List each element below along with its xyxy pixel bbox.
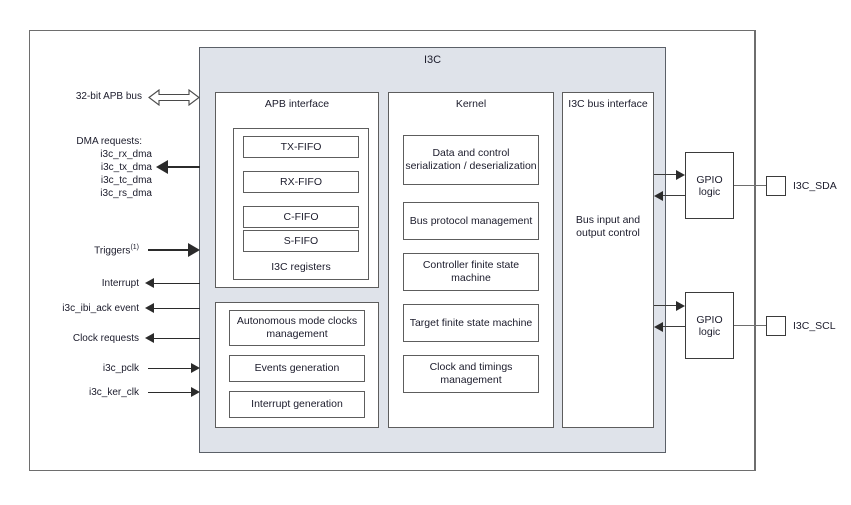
- events-generation-box: Events generation: [229, 355, 365, 382]
- busif-to-gpio-sda-line: [654, 174, 676, 176]
- gpio-logic-scl-label-line2: logic: [698, 325, 721, 338]
- controller-fsm-box: Controller finite state machine: [403, 253, 539, 291]
- i3c-ker-clk-arrow-shaft: [148, 392, 193, 394]
- signal-label-i3c-ker-clk: i3c_ker_clk: [88, 387, 139, 398]
- signal-label-i3c-tx-dma: i3c_tx_dma: [100, 162, 152, 173]
- signal-label-triggers: Triggers(1): [0, 244, 139, 256]
- i3c-pclk-arrow: [148, 363, 200, 374]
- sda-pin-square: [766, 176, 786, 196]
- data-control-serialization-box: Data and control serialization / deseria…: [403, 135, 539, 185]
- signal-label-i3c-ibi-ack-event: i3c_ibi_ack event: [62, 303, 139, 314]
- tx-fifo-box: TX-FIFO: [243, 136, 359, 158]
- triggers-arrow-shaft: [148, 248, 189, 252]
- signal-label-triggers-footnote: (1): [130, 244, 139, 251]
- i3c-registers-label: I3C registers: [271, 261, 331, 273]
- gpio-logic-scl-block: GPIO logic: [685, 292, 734, 359]
- dma-requests-arrow: [156, 160, 200, 174]
- signal-label-clock-requests: Clock requests: [72, 333, 139, 344]
- i3c-ker-clk-arrow: [148, 387, 200, 398]
- interrupt-arrow-shaft: [154, 283, 200, 285]
- c-fifo-box: C-FIFO: [243, 206, 359, 228]
- busif-to-gpio-sda-arrowhead: [676, 170, 685, 180]
- i3c-ibi-ack-event-arrow-shaft: [154, 308, 200, 310]
- gpio-logic-scl-label-line1: GPIO: [696, 313, 723, 326]
- signal-label-dma-requests: DMA requests:: [76, 136, 142, 147]
- gpio-to-busif-scl-arrowhead: [654, 322, 663, 332]
- interrupt-arrow: [145, 278, 200, 289]
- target-fsm-box: Target finite state machine: [403, 304, 539, 342]
- dma-requests-arrow-shaft: [167, 165, 200, 169]
- signal-label-interrupt: Interrupt: [101, 278, 139, 289]
- signal-label-i3c-pclk: i3c_pclk: [102, 363, 139, 374]
- gpio-logic-sda-label-line1: GPIO: [696, 173, 723, 186]
- kernel-title: Kernel: [455, 98, 487, 110]
- i3c-bus-interface-block: [562, 92, 654, 428]
- busif-to-gpio-scl-line: [654, 305, 676, 307]
- scl-pin-square: [766, 316, 786, 336]
- apb-interface-title: APB interface: [264, 98, 330, 110]
- gpio-to-busif-sda-line: [663, 195, 685, 197]
- clock-requests-arrowhead: [145, 333, 154, 343]
- autonomous-mode-clocks-management-box: Autonomous mode clocks management: [229, 310, 365, 346]
- interrupt-arrowhead: [145, 278, 154, 288]
- i3c-ibi-ack-event-arrow: [145, 303, 200, 314]
- signal-label-32bit-apb-bus: 32-bit APB bus: [75, 91, 142, 102]
- interrupt-generation-box: Interrupt generation: [229, 391, 365, 418]
- triggers-arrowhead: [188, 243, 200, 257]
- i3c-panel-title: I3C: [423, 54, 442, 66]
- dma-requests-arrowhead: [156, 160, 168, 174]
- sda-pin-line: [734, 185, 766, 187]
- rx-fifo-box: RX-FIFO: [243, 171, 359, 193]
- gpio-to-busif-scl-line: [663, 326, 685, 328]
- clock-requests-arrow: [145, 333, 200, 344]
- device-boundary-line: [754, 30, 756, 471]
- busif-to-gpio-scl-arrowhead: [676, 301, 685, 311]
- gpio-to-busif-sda-arrowhead: [654, 191, 663, 201]
- apb-bus-bidirectional-arrow-icon: [148, 88, 200, 107]
- gpio-logic-sda-label-line2: logic: [698, 185, 721, 198]
- i3c-ibi-ack-event-arrowhead: [145, 303, 154, 313]
- i3c-bus-interface-title: I3C bus interface: [568, 98, 648, 110]
- clock-requests-arrow-shaft: [154, 338, 200, 340]
- s-fifo-box: S-FIFO: [243, 230, 359, 252]
- signal-label-i3c-tc-dma: i3c_tc_dma: [100, 175, 152, 186]
- signal-label-i3c-rs-dma: i3c_rs_dma: [100, 188, 152, 199]
- signal-label-i3c-rx-dma: i3c_rx_dma: [100, 149, 152, 160]
- sda-pin-label: I3C_SDA: [793, 180, 837, 192]
- scl-pin-line: [734, 325, 766, 327]
- clock-timings-management-box: Clock and timings management: [403, 355, 539, 393]
- scl-pin-label: I3C_SCL: [793, 320, 836, 332]
- i3c-pclk-arrow-shaft: [148, 368, 193, 370]
- i3c-pclk-arrowhead: [191, 363, 200, 373]
- bus-protocol-management-box: Bus protocol management: [403, 202, 539, 240]
- i3c-ker-clk-arrowhead: [191, 387, 200, 397]
- gpio-logic-sda-block: GPIO logic: [685, 152, 734, 219]
- signal-label-triggers-text: Triggers: [94, 245, 131, 257]
- triggers-arrow: [148, 243, 200, 257]
- bus-input-output-control-label: Bus input and output control: [575, 214, 641, 239]
